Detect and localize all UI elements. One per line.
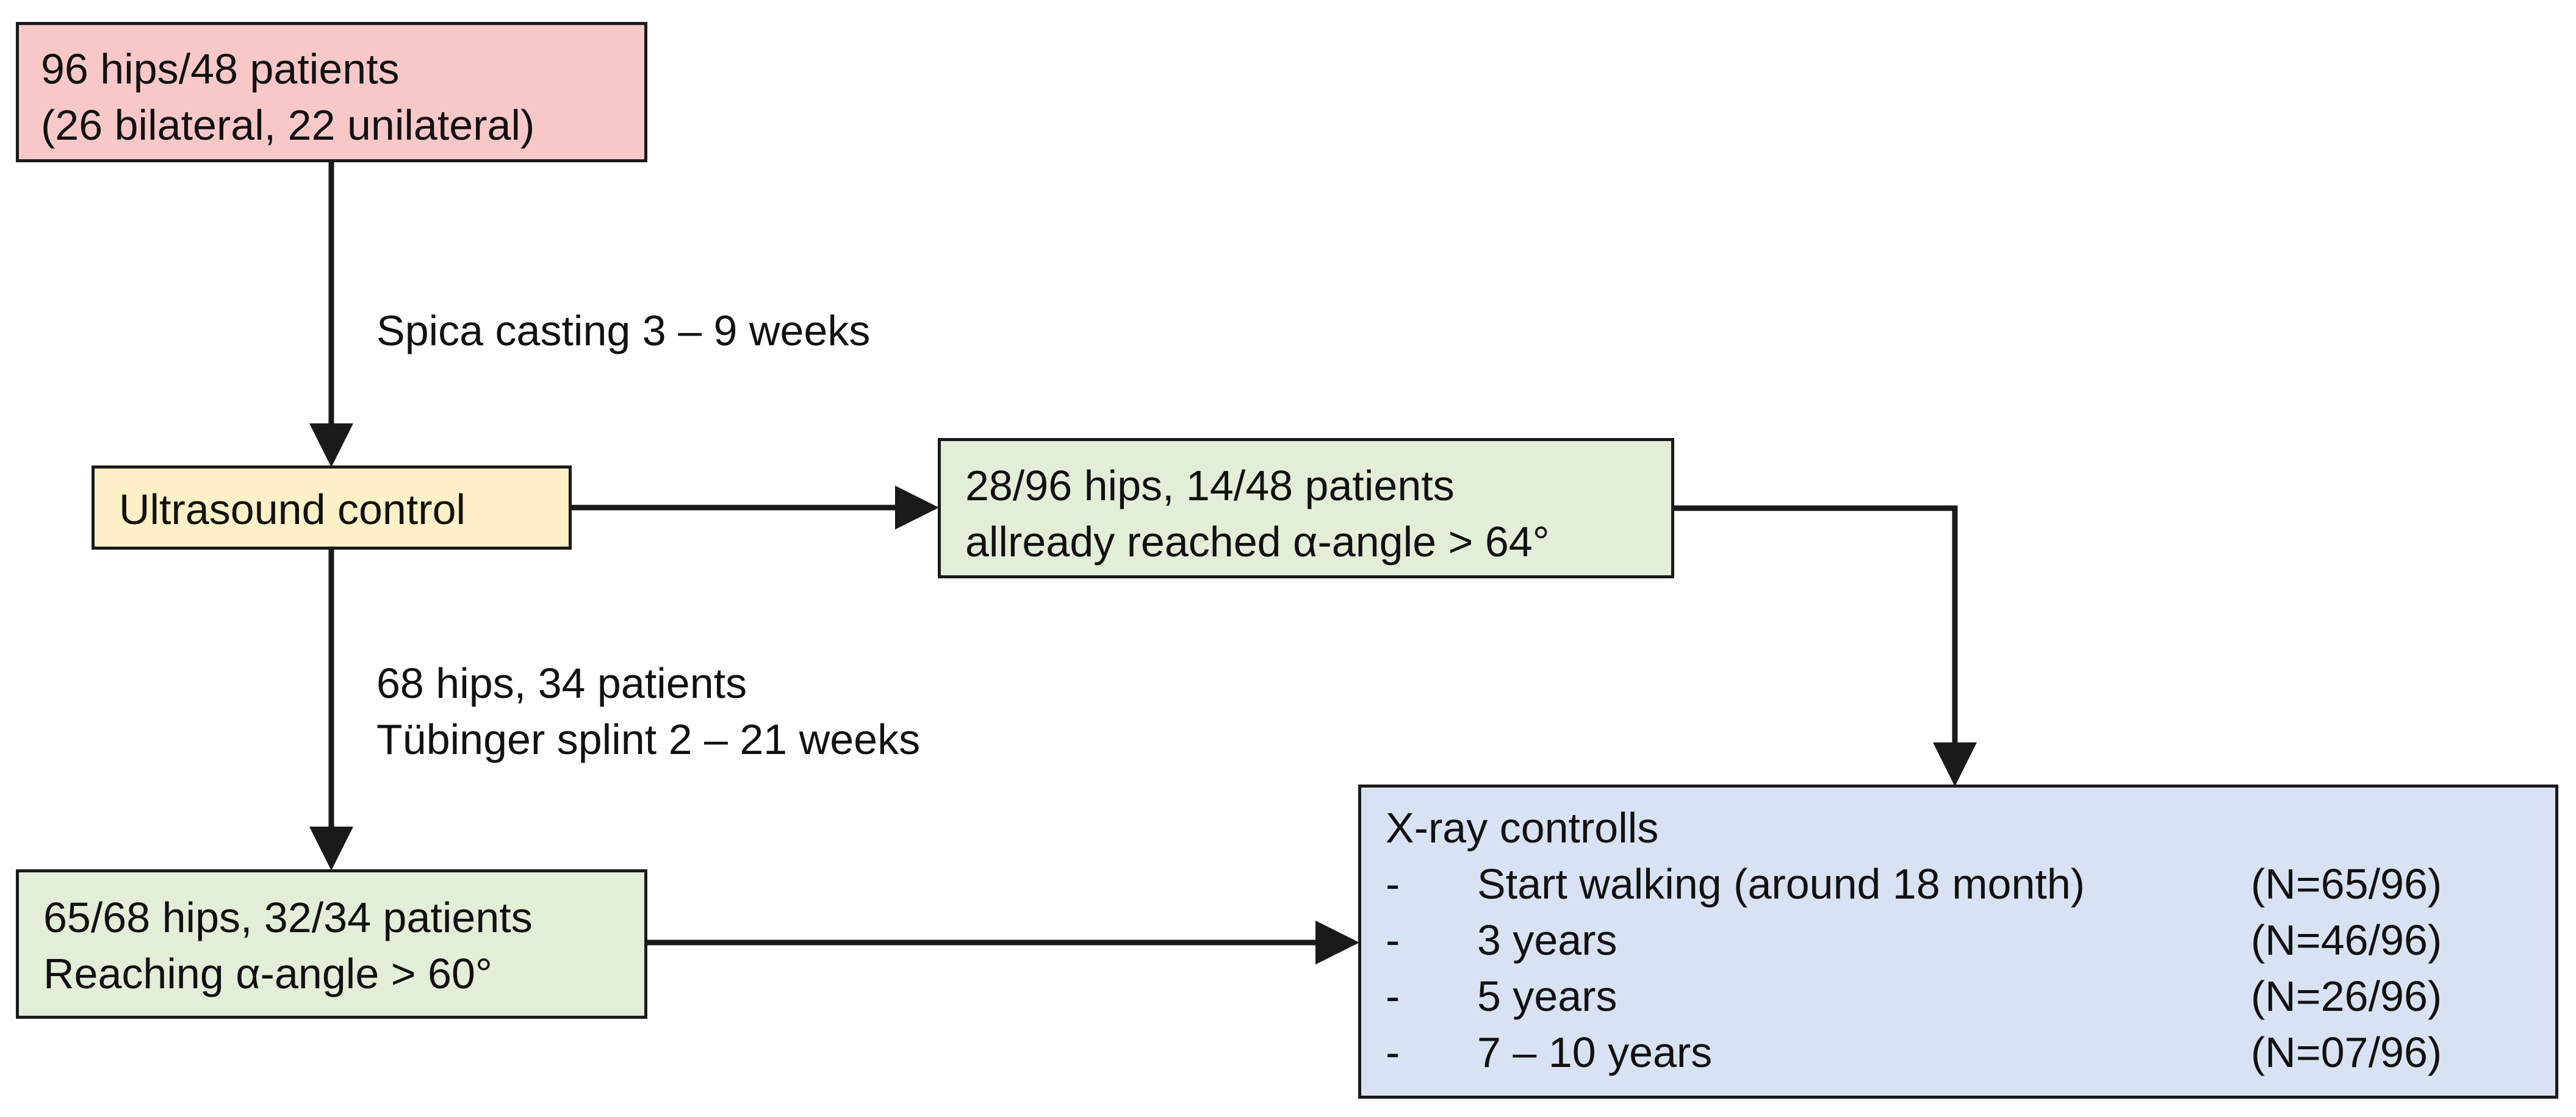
xray-row-count: (N=26/96) (2251, 972, 2442, 1020)
xray-row: - 3 years (N=46/96) (1386, 912, 2555, 968)
ultrasound-node-label: Ultrasound control (119, 486, 466, 533)
xray-row-count: (N=65/96) (2251, 860, 2442, 908)
reaching-line2: Reaching α-angle > 60° (43, 950, 492, 997)
start-node-line2: (26 bilateral, 22 unilateral) (41, 101, 535, 149)
already-reached-node: 28/96 hips, 14/48 patients allready reac… (938, 438, 1674, 578)
xray-row-label: Start walking (around 18 month) (1477, 860, 2085, 908)
xray-row: - Start walking (around 18 month) (N=65/… (1386, 856, 2555, 912)
xray-row-bullet: - (1386, 1029, 1400, 1076)
start-node-line1: 96 hips/48 patients (41, 45, 400, 93)
xray-row: - 7 – 10 years (N=07/96) (1386, 1024, 2555, 1080)
start-node: 96 hips/48 patients (26 bilateral, 22 un… (16, 22, 647, 162)
xray-row-count: (N=07/96) (2251, 1029, 2442, 1076)
xray-row-bullet: - (1386, 860, 1400, 908)
edge-label-splint: 68 hips, 34 patients Tübinger splint 2 –… (376, 655, 920, 767)
xray-title: X-ray controlls (1386, 804, 1659, 852)
xray-node: X-ray controlls - Start walking (around … (1358, 785, 2558, 1099)
edge-label-spica: Spica casting 3 – 9 weeks (376, 307, 871, 354)
reaching-node: 65/68 hips, 32/34 patients Reaching α-an… (16, 869, 647, 1019)
edge-label-splint-line2: Tübinger splint 2 – 21 weeks (376, 716, 921, 763)
xray-row-label: 3 years (1477, 916, 1617, 964)
xray-row-bullet: - (1386, 916, 1400, 964)
xray-row: - 5 years (N=26/96) (1386, 968, 2555, 1024)
already-reached-line2: allready reached α-angle > 64° (965, 518, 1550, 566)
xray-row-label: 7 – 10 years (1477, 1029, 1713, 1076)
xray-row-label: 5 years (1477, 972, 1617, 1020)
ultrasound-node: Ultrasound control (92, 465, 572, 550)
arrow-reached-to-xray (1674, 505, 1977, 786)
already-reached-line1: 28/96 hips, 14/48 patients (965, 462, 1455, 509)
xray-row-bullet: - (1386, 972, 1400, 1020)
edge-label-splint-line1: 68 hips, 34 patients (376, 659, 747, 707)
reaching-line1: 65/68 hips, 32/34 patients (43, 894, 533, 941)
xray-row-count: (N=46/96) (2251, 916, 2442, 964)
